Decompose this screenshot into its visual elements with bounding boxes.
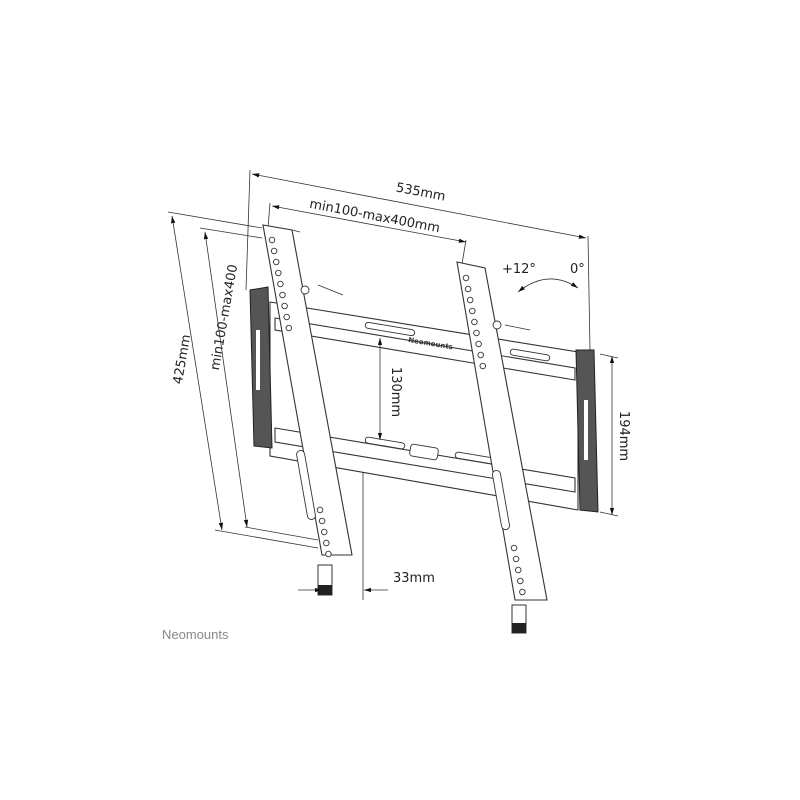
tilt-min-label: 0° [570,262,585,277]
arm-hole [469,307,476,315]
arm-hole [318,517,326,525]
arm-hole [471,318,478,326]
arm-hole [519,588,526,596]
arm-hole [275,269,282,277]
arm-hole [479,362,487,370]
tilt-max-label: +12° [502,262,536,277]
arm-hole [477,351,484,359]
dim-33-label: 33mm [393,571,435,586]
tilt-arrow-icon [517,278,579,293]
arm-hole [285,324,293,332]
dim-vesa-v-label: min100-max400 [208,263,241,371]
arm-hole [517,577,524,585]
arm-hole [473,329,480,337]
arm-hole [270,247,278,255]
dim-425-label: 425mm [171,333,194,385]
arm-hole [279,291,286,299]
left-spacer-pad [249,286,273,449]
arm-hole [316,506,324,514]
arm-hole [323,539,330,547]
arm-hole [320,528,328,536]
arm-hole [272,258,280,266]
arm-hole [281,302,288,310]
arm-hole [283,313,290,321]
arm-hole [514,566,522,574]
arm-holes [268,236,526,596]
arm-hole [475,340,482,348]
arm-hole [268,236,276,244]
arm-hole [462,274,470,282]
dim-line-vesa-h [271,205,467,243]
dim-130-label: 130mm [388,367,403,417]
arm-hole [277,280,284,288]
dim-535-label: 535mm [395,180,447,204]
brand-watermark: Neomounts [162,627,229,642]
arm-hole [464,285,472,293]
arm-hole [466,296,474,304]
arm-hole [510,544,518,552]
dim-194-label: 194mm [616,411,631,461]
arm-hole [512,555,520,563]
arm-hole [325,550,332,558]
dim-line-vesa-v [203,231,249,528]
